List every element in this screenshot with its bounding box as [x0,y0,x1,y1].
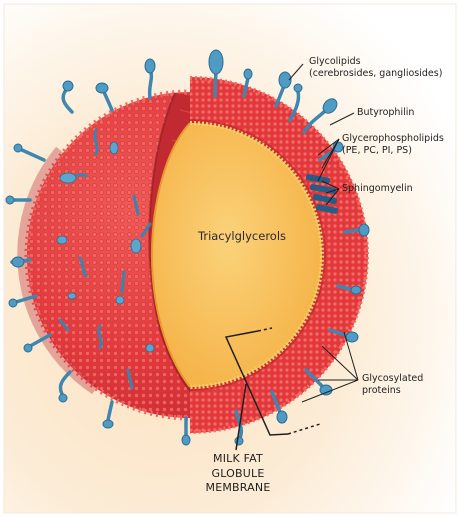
label-membrane-line1: MILK FAT [188,452,288,467]
label-triacylglycerols: Triacylglycerols [198,230,286,242]
label-proteins: proteins [362,385,401,397]
label-sphingomyelin: Sphingomyelin [342,183,413,195]
label-butyrophilin: Butyrophilin [357,107,414,119]
label-milk-fat-globule-membrane: MILK FAT GLOBULE MEMBRANE [188,452,288,496]
label-membrane-line2: GLOBULE [188,467,288,482]
label-glycosylated: Glycosylated [362,373,423,385]
label-glycolipids: Glycolipids [309,56,361,68]
label-glycerophospholipids: Glycerophospholipids [342,133,444,145]
label-glycerophospholipids-detail: (PE, PC, PI, PS) [342,145,412,157]
label-membrane-line3: MEMBRANE [188,481,288,496]
label-glycolipids-detail: (cerebrosides, gangliosides) [309,68,442,80]
